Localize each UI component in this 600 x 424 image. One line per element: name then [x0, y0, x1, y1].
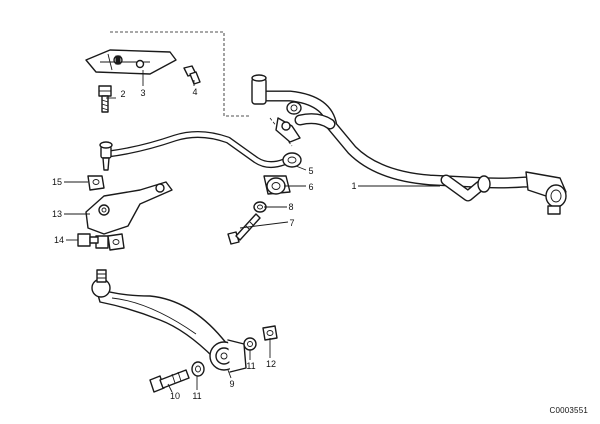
bolt-part-14 [77, 233, 99, 247]
bolt-part-10 [149, 369, 190, 393]
axle-carrier [251, 74, 567, 215]
leader-lines [64, 70, 440, 393]
washer-part-11-left [191, 361, 205, 377]
callout-12: 12 [265, 359, 277, 369]
callout-13: 13 [51, 209, 63, 219]
callout-11-right: 11 [246, 361, 256, 371]
bracket-part-3 [85, 49, 177, 75]
callout-10: 10 [169, 391, 181, 401]
callout-11-left: 11 [192, 391, 202, 401]
callout-5: 5 [308, 166, 314, 176]
callout-6: 6 [308, 182, 314, 192]
callout-1: 1 [351, 181, 357, 191]
callout-3: 3 [140, 88, 146, 98]
washer-part-8 [253, 201, 267, 213]
bolt-part-4 [183, 65, 201, 85]
control-arm [91, 269, 247, 373]
bushing-part-6 [263, 175, 291, 195]
idler-arm-part-13 [85, 181, 173, 249]
nut-part-12 [262, 325, 278, 341]
callout-8: 8 [288, 202, 294, 212]
nut-part-15 [87, 175, 105, 191]
bolt-part-7 [227, 213, 261, 245]
washer-part-11-right [243, 337, 257, 351]
bolt-part-2 [98, 85, 112, 113]
drawing-code: C0003551 [549, 406, 588, 415]
callout-4: 4 [192, 87, 198, 97]
nut-bracket-right [107, 233, 125, 251]
stabilizer-bar [99, 131, 288, 171]
bushing-part-5 [282, 152, 302, 168]
callout-15: 15 [51, 177, 63, 187]
callout-14: 14 [53, 235, 65, 245]
callout-9: 9 [229, 379, 235, 389]
callout-7: 7 [289, 218, 295, 228]
callout-2: 2 [120, 89, 126, 99]
